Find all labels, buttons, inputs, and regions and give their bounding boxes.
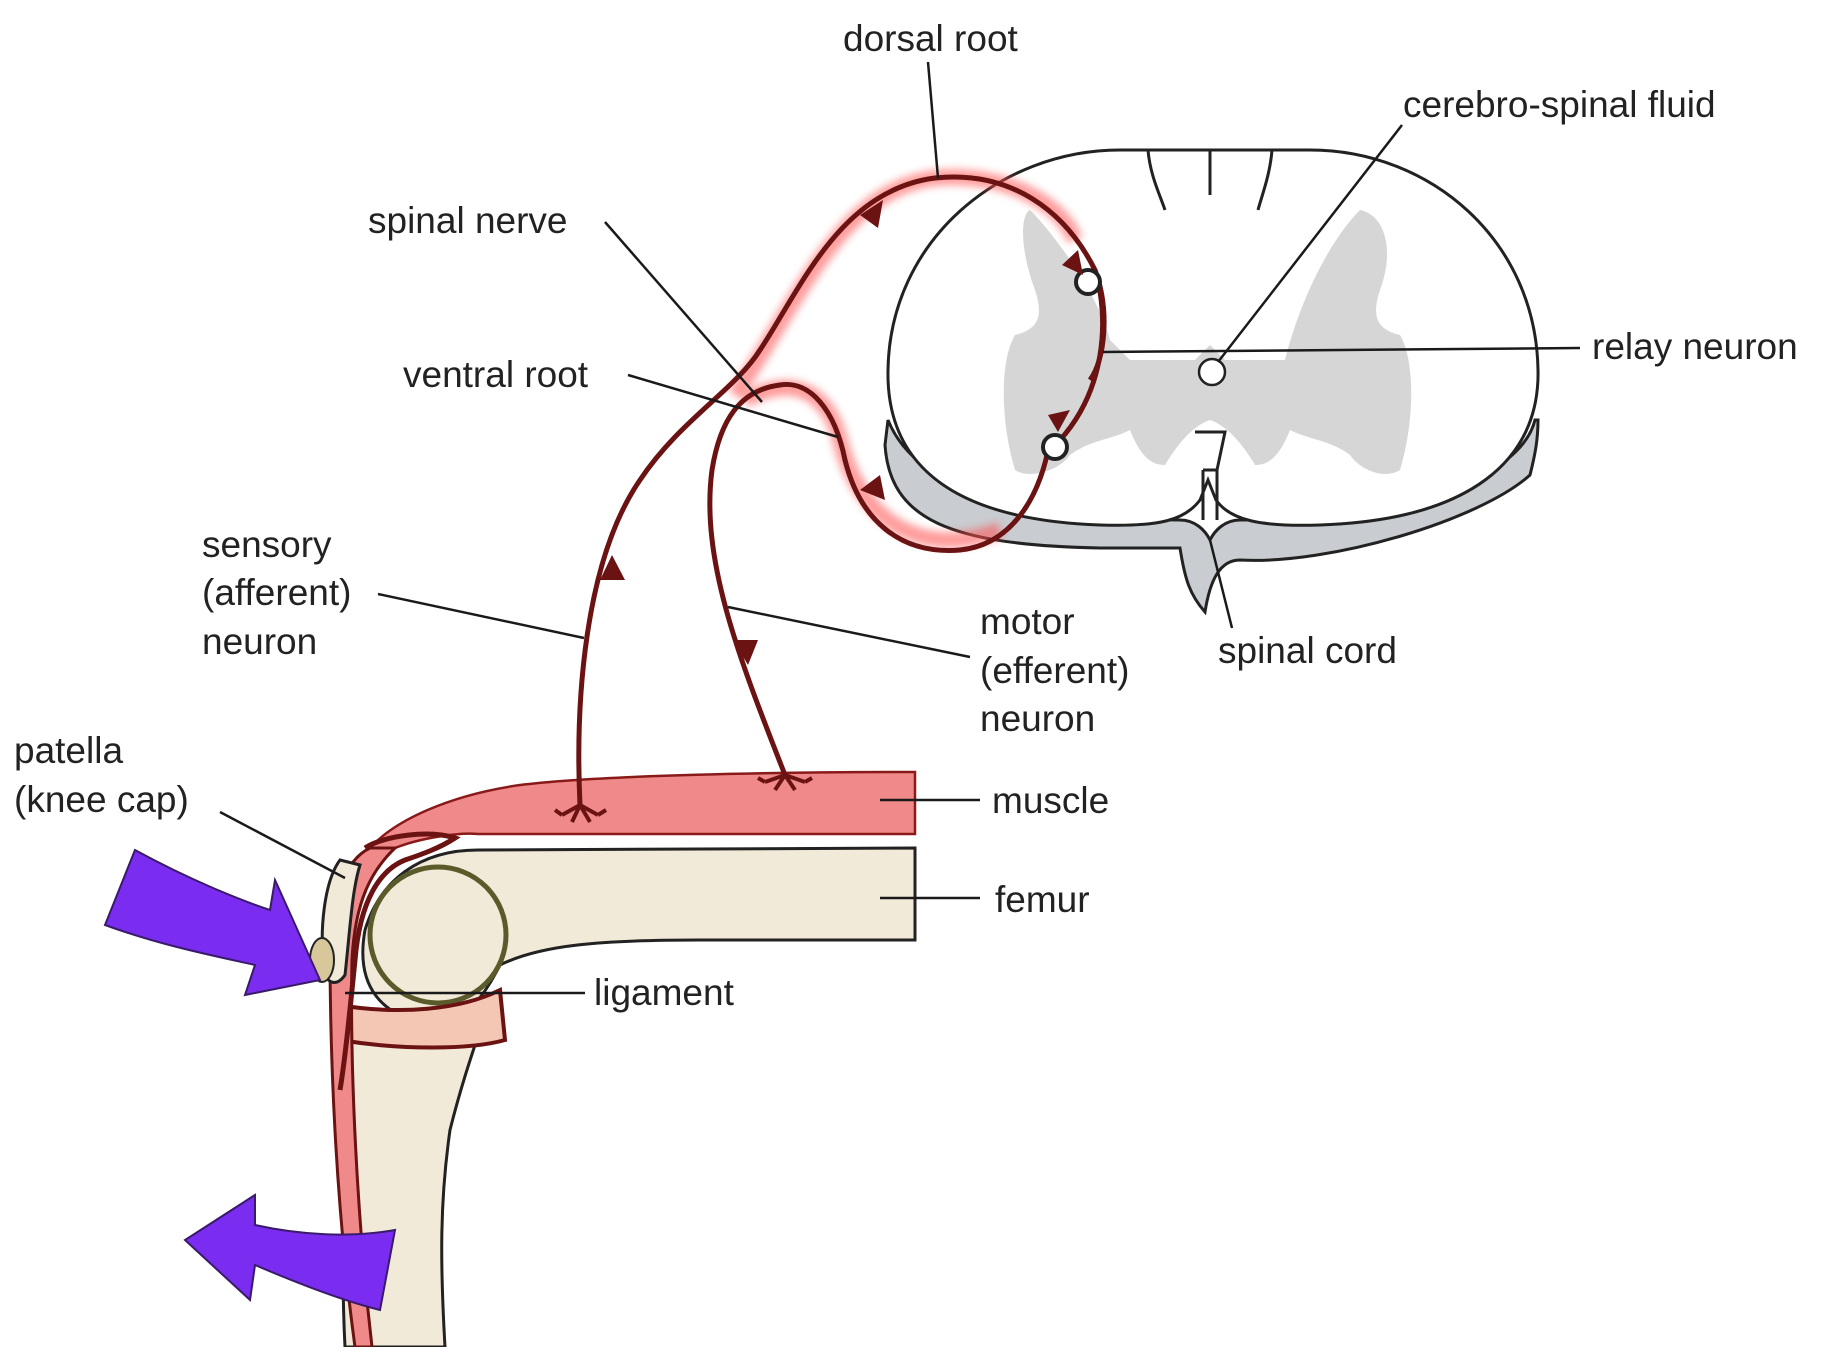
hammer-tap-arrow <box>105 850 320 995</box>
label-spinal-cord: spinal cord <box>1218 626 1397 676</box>
label-dorsal-root: dorsal root <box>843 14 1018 64</box>
central-canal <box>1199 359 1225 385</box>
label-cerebro-spinal-fluid: cerebro-spinal fluid <box>1403 80 1716 130</box>
label-patella-line1: patella <box>14 726 123 776</box>
label-ventral-root: ventral root <box>403 350 588 400</box>
leader-dorsal-root <box>928 62 938 178</box>
label-femur: femur <box>995 875 1090 925</box>
label-sensory-line1: sensory <box>202 520 332 570</box>
leader-patella <box>220 812 345 878</box>
motor-cell-body <box>1043 435 1067 459</box>
label-motor-line3: neuron <box>980 694 1095 744</box>
label-sensory-line2: (afferent) <box>202 568 351 618</box>
label-motor-line2: (efferent) <box>980 646 1129 696</box>
label-spinal-nerve: spinal nerve <box>368 196 568 246</box>
label-ligament: ligament <box>594 968 734 1018</box>
leader-motor <box>728 607 970 657</box>
sensory-cell-body <box>1076 270 1100 294</box>
label-patella-line2: (knee cap) <box>14 775 189 825</box>
leader-sensory <box>378 594 584 638</box>
label-relay-neuron: relay neuron <box>1592 322 1798 372</box>
label-sensory-line3: neuron <box>202 617 317 667</box>
label-muscle: muscle <box>992 776 1109 826</box>
knee-joint <box>310 772 915 1347</box>
femur-condyle <box>370 867 506 1003</box>
label-motor-line1: motor <box>980 597 1075 647</box>
